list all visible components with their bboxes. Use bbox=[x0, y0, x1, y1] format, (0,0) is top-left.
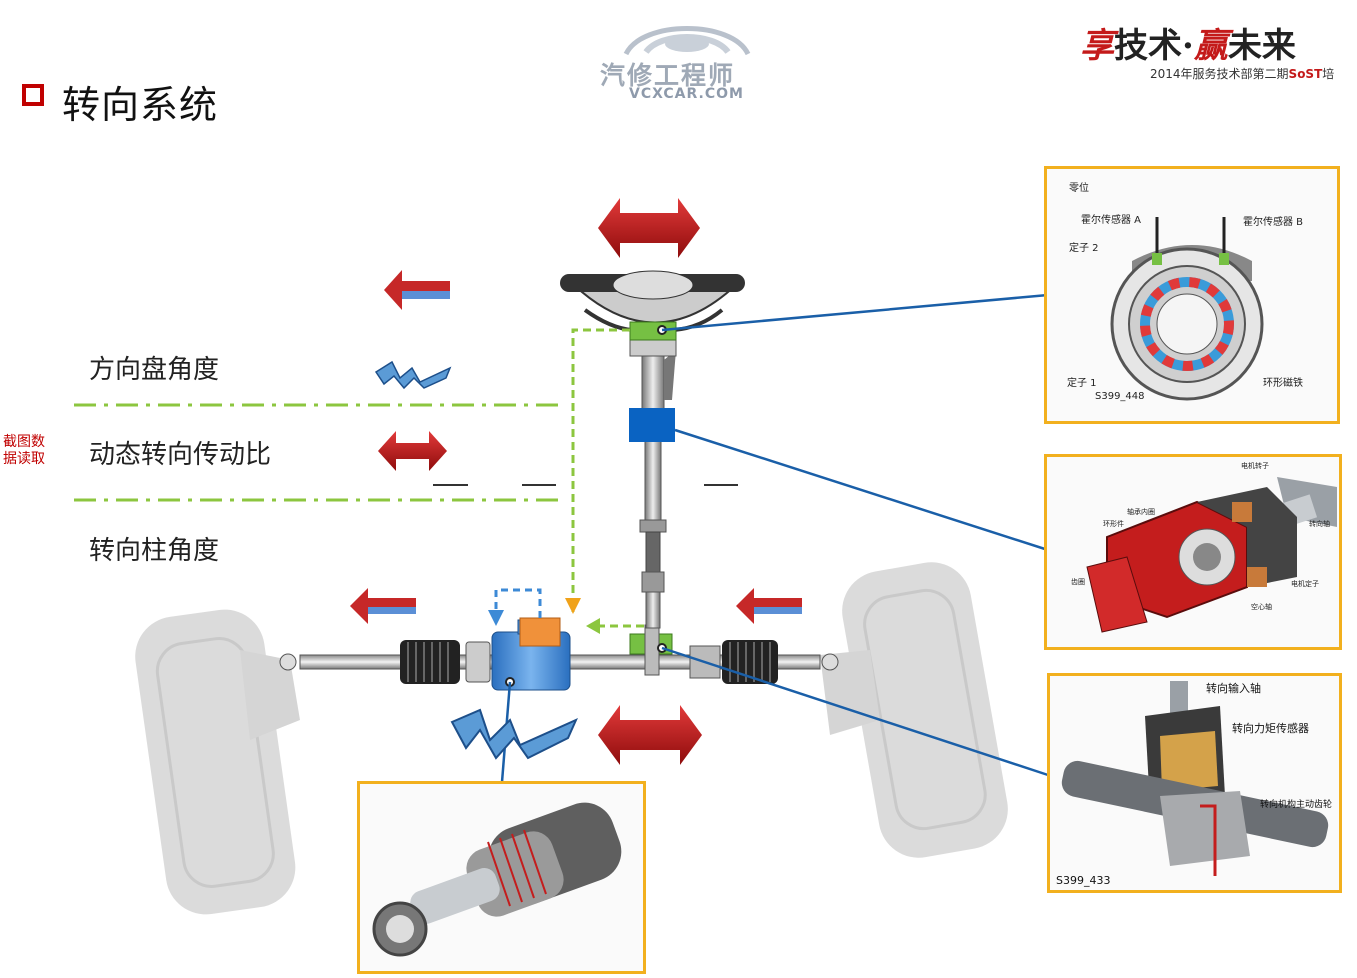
label-dynamic-ratio: 动态转向传动比 bbox=[89, 440, 272, 470]
label-gear-ring: 齿圈 bbox=[1071, 578, 1085, 586]
label-motor-stator: 电机定子 bbox=[1291, 580, 1319, 588]
label-steering-wheel-angle: 方向盘角度 bbox=[89, 355, 220, 385]
steering-column-lower bbox=[644, 439, 662, 531]
right-wheel bbox=[820, 562, 1008, 858]
label-shaft: 转向轴 bbox=[1309, 520, 1330, 528]
brand-sub-b: SoST bbox=[1288, 67, 1323, 81]
twist-arrow-small bbox=[374, 360, 452, 390]
left-arrow-rack-right bbox=[736, 588, 802, 624]
label-motor-rotor: 电机转子 bbox=[1241, 462, 1269, 470]
label-sensor-code: S399_448 bbox=[1095, 391, 1145, 402]
logo-text-cn: 汽修工程师 bbox=[600, 61, 736, 90]
label-zero: 零位 bbox=[1069, 183, 1089, 194]
label-hollow-shaft: 空心轴 bbox=[1251, 603, 1272, 611]
inset-angle-sensor: 零位 霍尔传感器 A 霍尔传感器 B 定子 2 定子 1 环形磁铁 S399_4… bbox=[1044, 166, 1340, 424]
label-stator-2: 定子 2 bbox=[1069, 243, 1099, 254]
twist-arrow-large bbox=[450, 708, 578, 760]
left-arrow-top bbox=[384, 270, 450, 310]
left-arrow-rack-left bbox=[350, 588, 416, 624]
page-title: 转向系统 bbox=[62, 83, 219, 127]
car-logo-icon bbox=[623, 26, 751, 56]
actuator-block bbox=[519, 617, 561, 647]
label-gear-code: S399_433 bbox=[1056, 874, 1111, 887]
brand-slogan: 享技术·赢未来 bbox=[1080, 18, 1296, 67]
side-note: 截图数据读取 bbox=[3, 434, 45, 467]
motor-cutaway-drawing bbox=[1086, 477, 1337, 633]
inset-superposition-motor: 电机转子 轴承内圈 环形件 齿圈 转向轴 电机定子 空心轴 bbox=[1044, 454, 1342, 650]
label-column-angle: 转向柱角度 bbox=[89, 536, 220, 566]
label-torque-sensor: 转向力矩传感器 bbox=[1232, 722, 1309, 735]
steering-column-upper bbox=[641, 354, 665, 411]
brand-char-3: 赢 bbox=[1193, 26, 1228, 66]
logo-text-en: VCXCAR.COM bbox=[629, 86, 744, 102]
title-bullet-icon bbox=[22, 84, 44, 106]
label-hall-b: 霍尔传感器 B bbox=[1243, 217, 1304, 228]
superposition-gear-block bbox=[629, 408, 675, 442]
label-ring: 环形件 bbox=[1103, 520, 1124, 528]
brand-char-2: 技术· bbox=[1114, 26, 1194, 66]
label-stator-1: 定子 1 bbox=[1067, 378, 1097, 389]
leader-motor bbox=[674, 428, 1049, 552]
brand-char-4: 未来 bbox=[1227, 26, 1296, 66]
brand-subtitle: 2014年服务技术部第二期SoST培 bbox=[1150, 65, 1334, 82]
double-arrow-bottom bbox=[598, 705, 702, 765]
brand-sub-c: 培 bbox=[1322, 67, 1335, 81]
steering-wheel bbox=[560, 270, 745, 341]
feedback-path bbox=[494, 588, 542, 618]
brand-char-1: 享 bbox=[1080, 26, 1114, 66]
label-hall-a: 霍尔传感器 A bbox=[1081, 215, 1142, 226]
label-magnet: 环形磁铁 bbox=[1263, 378, 1303, 389]
left-bellows bbox=[400, 640, 460, 684]
inset-steering-gear: 转向输入轴 转向力矩传感器 转向机构主动齿轮 S399_433 bbox=[1047, 673, 1342, 893]
inset-rack-motor bbox=[357, 781, 646, 974]
double-arrow-top bbox=[598, 198, 700, 258]
double-arrow-mid bbox=[378, 431, 447, 471]
leader-sensor bbox=[661, 293, 1049, 332]
steering-gear-drawing bbox=[1061, 681, 1329, 876]
angle-sensor-drawing bbox=[1110, 217, 1264, 401]
label-input-shaft: 转向输入轴 bbox=[1206, 682, 1261, 695]
rack-motor-drawing bbox=[372, 802, 622, 957]
label-bearing: 轴承内圈 bbox=[1127, 508, 1155, 516]
leader-gear bbox=[661, 646, 1049, 777]
brand-sub-a: 2014年服务技术部第二期 bbox=[1150, 67, 1289, 81]
signal-path-wheel bbox=[571, 328, 630, 612]
left-wheel bbox=[135, 609, 300, 915]
label-pinion: 转向机构主动齿轮 bbox=[1260, 800, 1333, 810]
angle-sensor bbox=[629, 321, 677, 341]
